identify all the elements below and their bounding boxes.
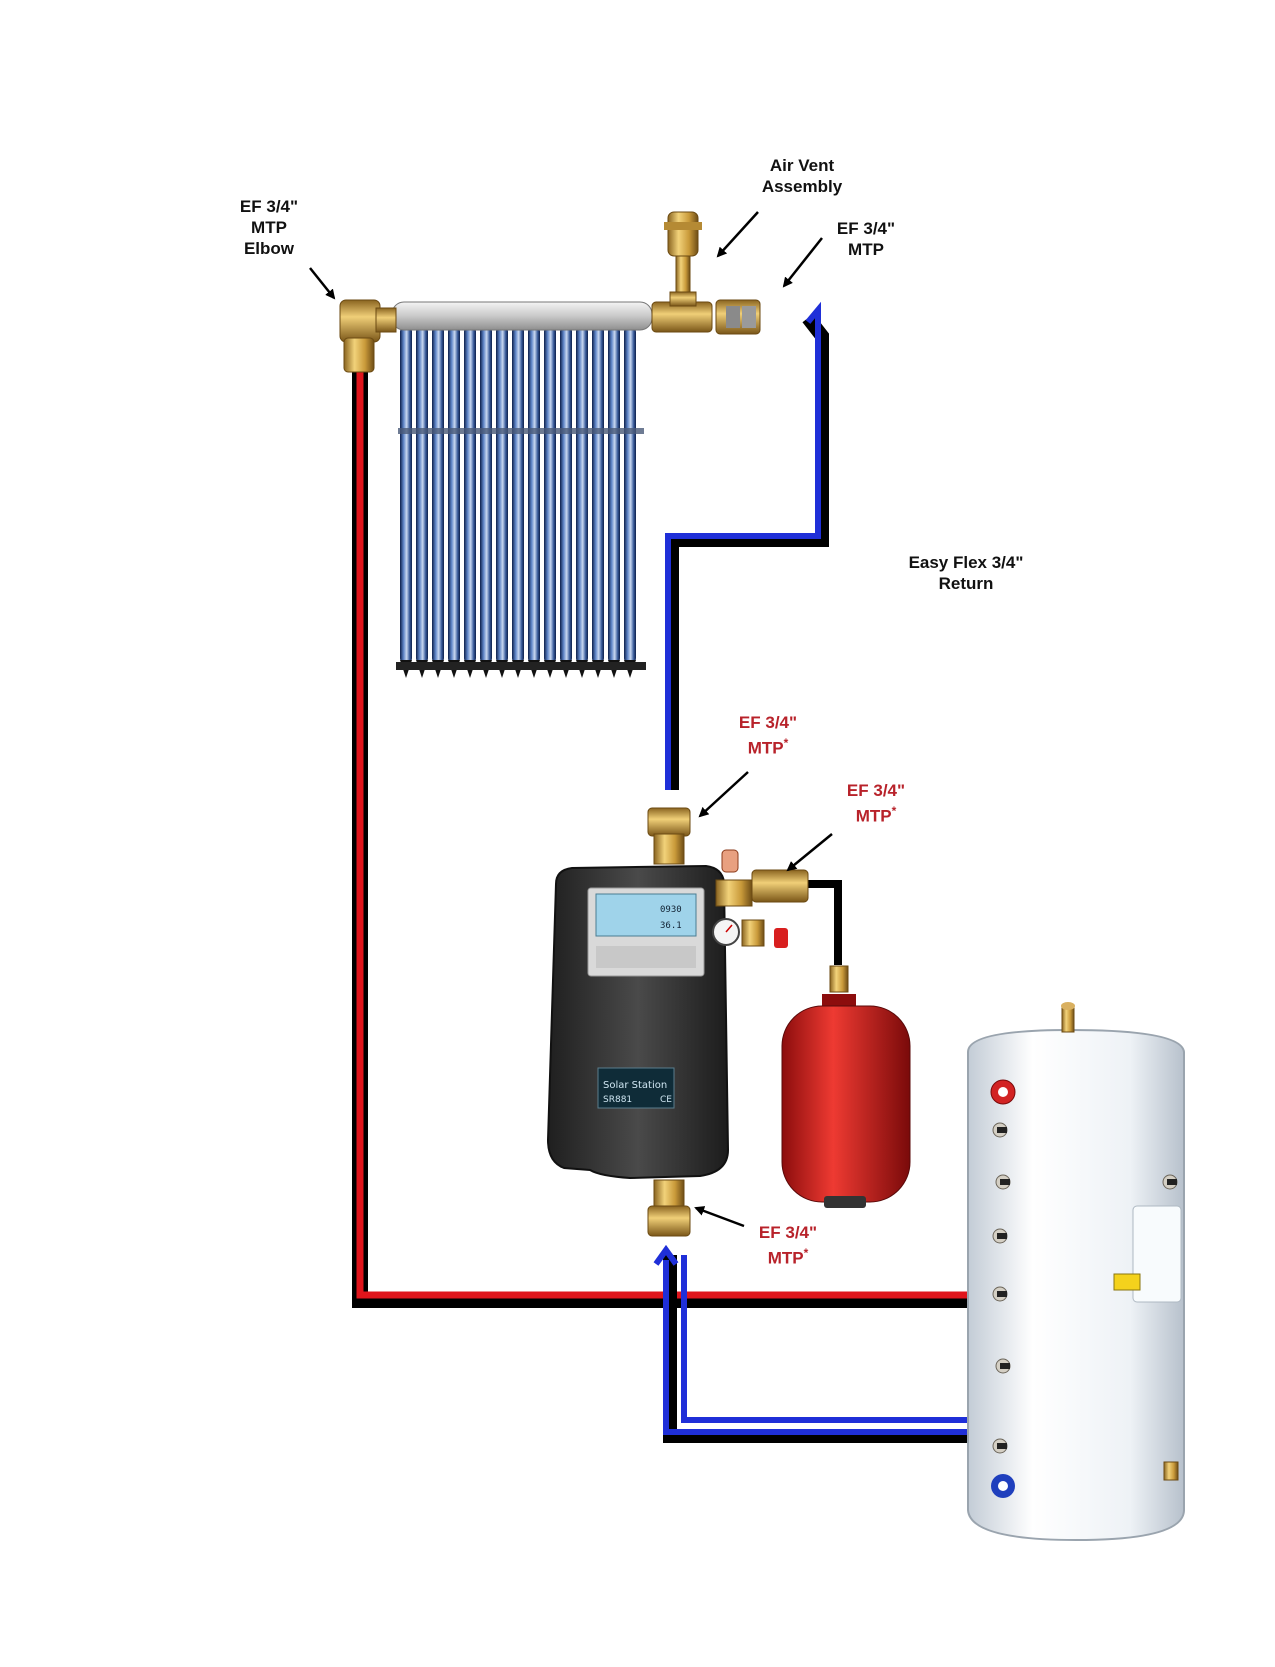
collector-tube (560, 326, 572, 664)
supply-pipe (352, 370, 968, 1308)
lcd-line-2: 36.1 (660, 921, 682, 931)
collector-tube (448, 326, 460, 664)
pressure-gauge-icon (712, 918, 788, 948)
label-mtp-station-right-line2: MTP* (855, 804, 897, 826)
label-mtp-station-top-line2: MTP* (747, 736, 789, 758)
solar-collector-icon (391, 301, 653, 678)
label-return: Easy Flex 3/4" Return (896, 552, 1036, 594)
label-mtp-top: EF 3/4" MTP (826, 218, 906, 260)
label-elbow-line2: MTP (251, 218, 287, 237)
label-elbow-line3: Elbow (243, 239, 295, 258)
label-mtp-top-line2: MTP (848, 240, 884, 259)
expansion-tank-icon (781, 965, 911, 1208)
label-mtp-station-bottom-line2: MTP* (767, 1246, 809, 1268)
collector-tube (480, 326, 492, 664)
lcd-line-1: 0930 (660, 905, 682, 915)
pump-station-icon: 0930 36.1 Solar Station SR881 CE (546, 864, 730, 1180)
tank-port-stub (1167, 1179, 1177, 1185)
tank-port-stub (997, 1291, 1007, 1297)
station-model: SR881 (603, 1095, 632, 1105)
label-mtp-top-line1: EF 3/4" (836, 219, 896, 238)
collector-tube (432, 326, 444, 664)
label-mtp-station-bottom-mark: * (803, 1246, 809, 1260)
tank-port-stub (1000, 1363, 1010, 1369)
return-pipe-upper (665, 301, 829, 790)
tank-port-stub (997, 1233, 1007, 1239)
storage-tank-icon (967, 1002, 1185, 1542)
arrow-icon (309, 211, 833, 1228)
elbow-fitting-icon (339, 299, 397, 373)
collector-tube (624, 326, 636, 664)
collector-tube (544, 326, 556, 664)
label-mtp-station-top-mark: * (783, 736, 789, 750)
tank-port-stub (997, 1127, 1007, 1133)
station-ce-mark: CE (660, 1095, 672, 1105)
label-elbow-line1: EF 3/4" (239, 197, 299, 216)
collector-tube (416, 326, 428, 664)
label-mtp-station-right-line1: EF 3/4" (846, 781, 906, 800)
return-pipe-lower (653, 1244, 968, 1443)
air-vent-icon (664, 211, 702, 297)
collector-tube (608, 326, 620, 664)
label-mtp-station-bottom: EF 3/4" MTP* (748, 1222, 828, 1269)
tank-port-stub (997, 1443, 1007, 1449)
station-name: Solar Station (603, 1080, 667, 1091)
label-mtp-station-bottom-line1: EF 3/4" (758, 1223, 818, 1242)
collector-tube (528, 326, 540, 664)
label-return-line2: Return (938, 574, 994, 593)
collector-tube (400, 326, 412, 664)
collector-tube (592, 326, 604, 664)
collector-tube (512, 326, 524, 664)
label-elbow: EF 3/4" MTP Elbow (226, 196, 312, 259)
label-return-line1: Easy Flex 3/4" (908, 553, 1024, 572)
label-air-vent: Air Vent Assembly (750, 155, 854, 197)
label-air-vent-line1: Air Vent (769, 156, 835, 175)
collector-bottom-rail (396, 662, 646, 670)
expansion-line (808, 880, 842, 965)
mtp-fitting-icon (715, 299, 761, 335)
tank-port-stub (1000, 1179, 1010, 1185)
mtp-fitting-right (715, 849, 809, 907)
label-mtp-station-top: EF 3/4" MTP* (728, 712, 808, 759)
label-mtp-station-right: EF 3/4" MTP* (836, 780, 916, 827)
tee-fitting-icon (651, 291, 713, 333)
label-mtp-station-top-line1: EF 3/4" (738, 713, 798, 732)
collector-tube (464, 326, 476, 664)
collector-tube (576, 326, 588, 664)
mtp-fitting-bottom (647, 1179, 691, 1237)
label-mtp-station-right-mark: * (891, 804, 897, 818)
label-air-vent-line2: Assembly (761, 177, 843, 196)
mtp-fitting-top (647, 807, 691, 865)
collector-tube (496, 326, 508, 664)
